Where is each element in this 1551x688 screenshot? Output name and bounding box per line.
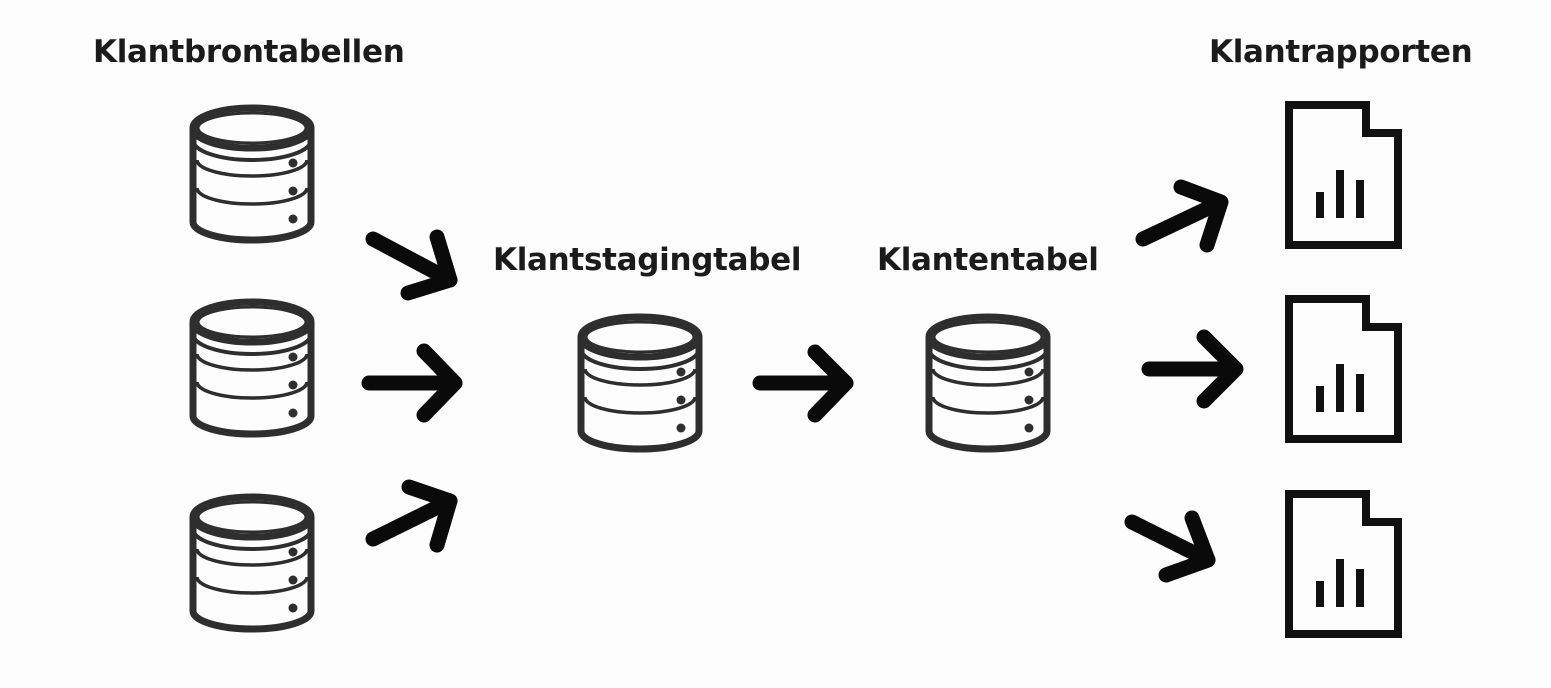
source-tables-label: Klantbrontabellen xyxy=(93,34,405,70)
reports-label: Klantrapporten xyxy=(1209,34,1473,70)
arrow-source1-to-staging-icon xyxy=(365,229,458,301)
arrow-staging-to-customer-table-icon xyxy=(752,344,854,423)
arrow-source3-to-staging-icon xyxy=(365,479,458,553)
arrow-customer-table-to-report1-icon xyxy=(1135,179,1229,253)
arrow-customer-table-to-report3-icon xyxy=(1124,510,1216,583)
arrow-customer-table-to-report2-icon xyxy=(1141,329,1244,409)
staging-table-label: Klantstagingtabel xyxy=(493,242,802,278)
customer-table-label: Klantentabel xyxy=(877,242,1099,278)
arrow-source2-to-staging-icon xyxy=(361,343,463,423)
